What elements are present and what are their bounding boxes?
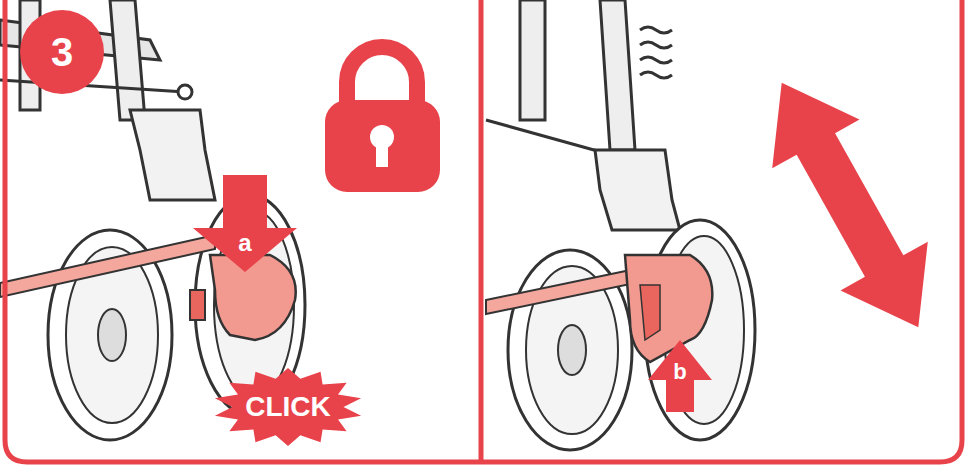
stroller-frame (0, 0, 215, 200)
wheel-fork (130, 110, 215, 200)
click-burst: CLICK (213, 368, 363, 446)
press-down-arrow (193, 175, 297, 272)
starburst-shape (215, 368, 361, 446)
step-number: 3 (20, 10, 104, 94)
brake-pedal (210, 255, 296, 340)
frame-tube (600, 0, 635, 150)
callout-letter: b (673, 361, 686, 383)
frame-joint (178, 85, 192, 99)
hub (558, 325, 586, 375)
lock-body (325, 100, 440, 192)
frame-tube (0, 80, 185, 92)
brake-bar (0, 235, 215, 297)
panel-divider (479, 0, 484, 462)
spring (640, 27, 672, 78)
lock-shackle (347, 47, 417, 102)
pedal-face (640, 285, 660, 340)
lift-up-arrow (648, 340, 712, 412)
brake-bar (486, 268, 640, 314)
circle-shape (20, 10, 104, 94)
step-number-text: 3 (51, 32, 73, 72)
frame-tube (110, 0, 145, 120)
move-double-arrow (738, 58, 962, 351)
panel-frame (5, 0, 962, 462)
sound-text: CLICK (245, 393, 331, 421)
wheel-fork (595, 150, 680, 230)
stroller-frame (486, 0, 680, 230)
callout-letter: a (238, 231, 251, 255)
brake-pedal (625, 255, 712, 362)
lock-icon (325, 47, 440, 192)
keyhole (376, 137, 388, 167)
hub (98, 309, 126, 361)
pedal-hinge (190, 290, 205, 320)
frame-tube (520, 0, 545, 120)
